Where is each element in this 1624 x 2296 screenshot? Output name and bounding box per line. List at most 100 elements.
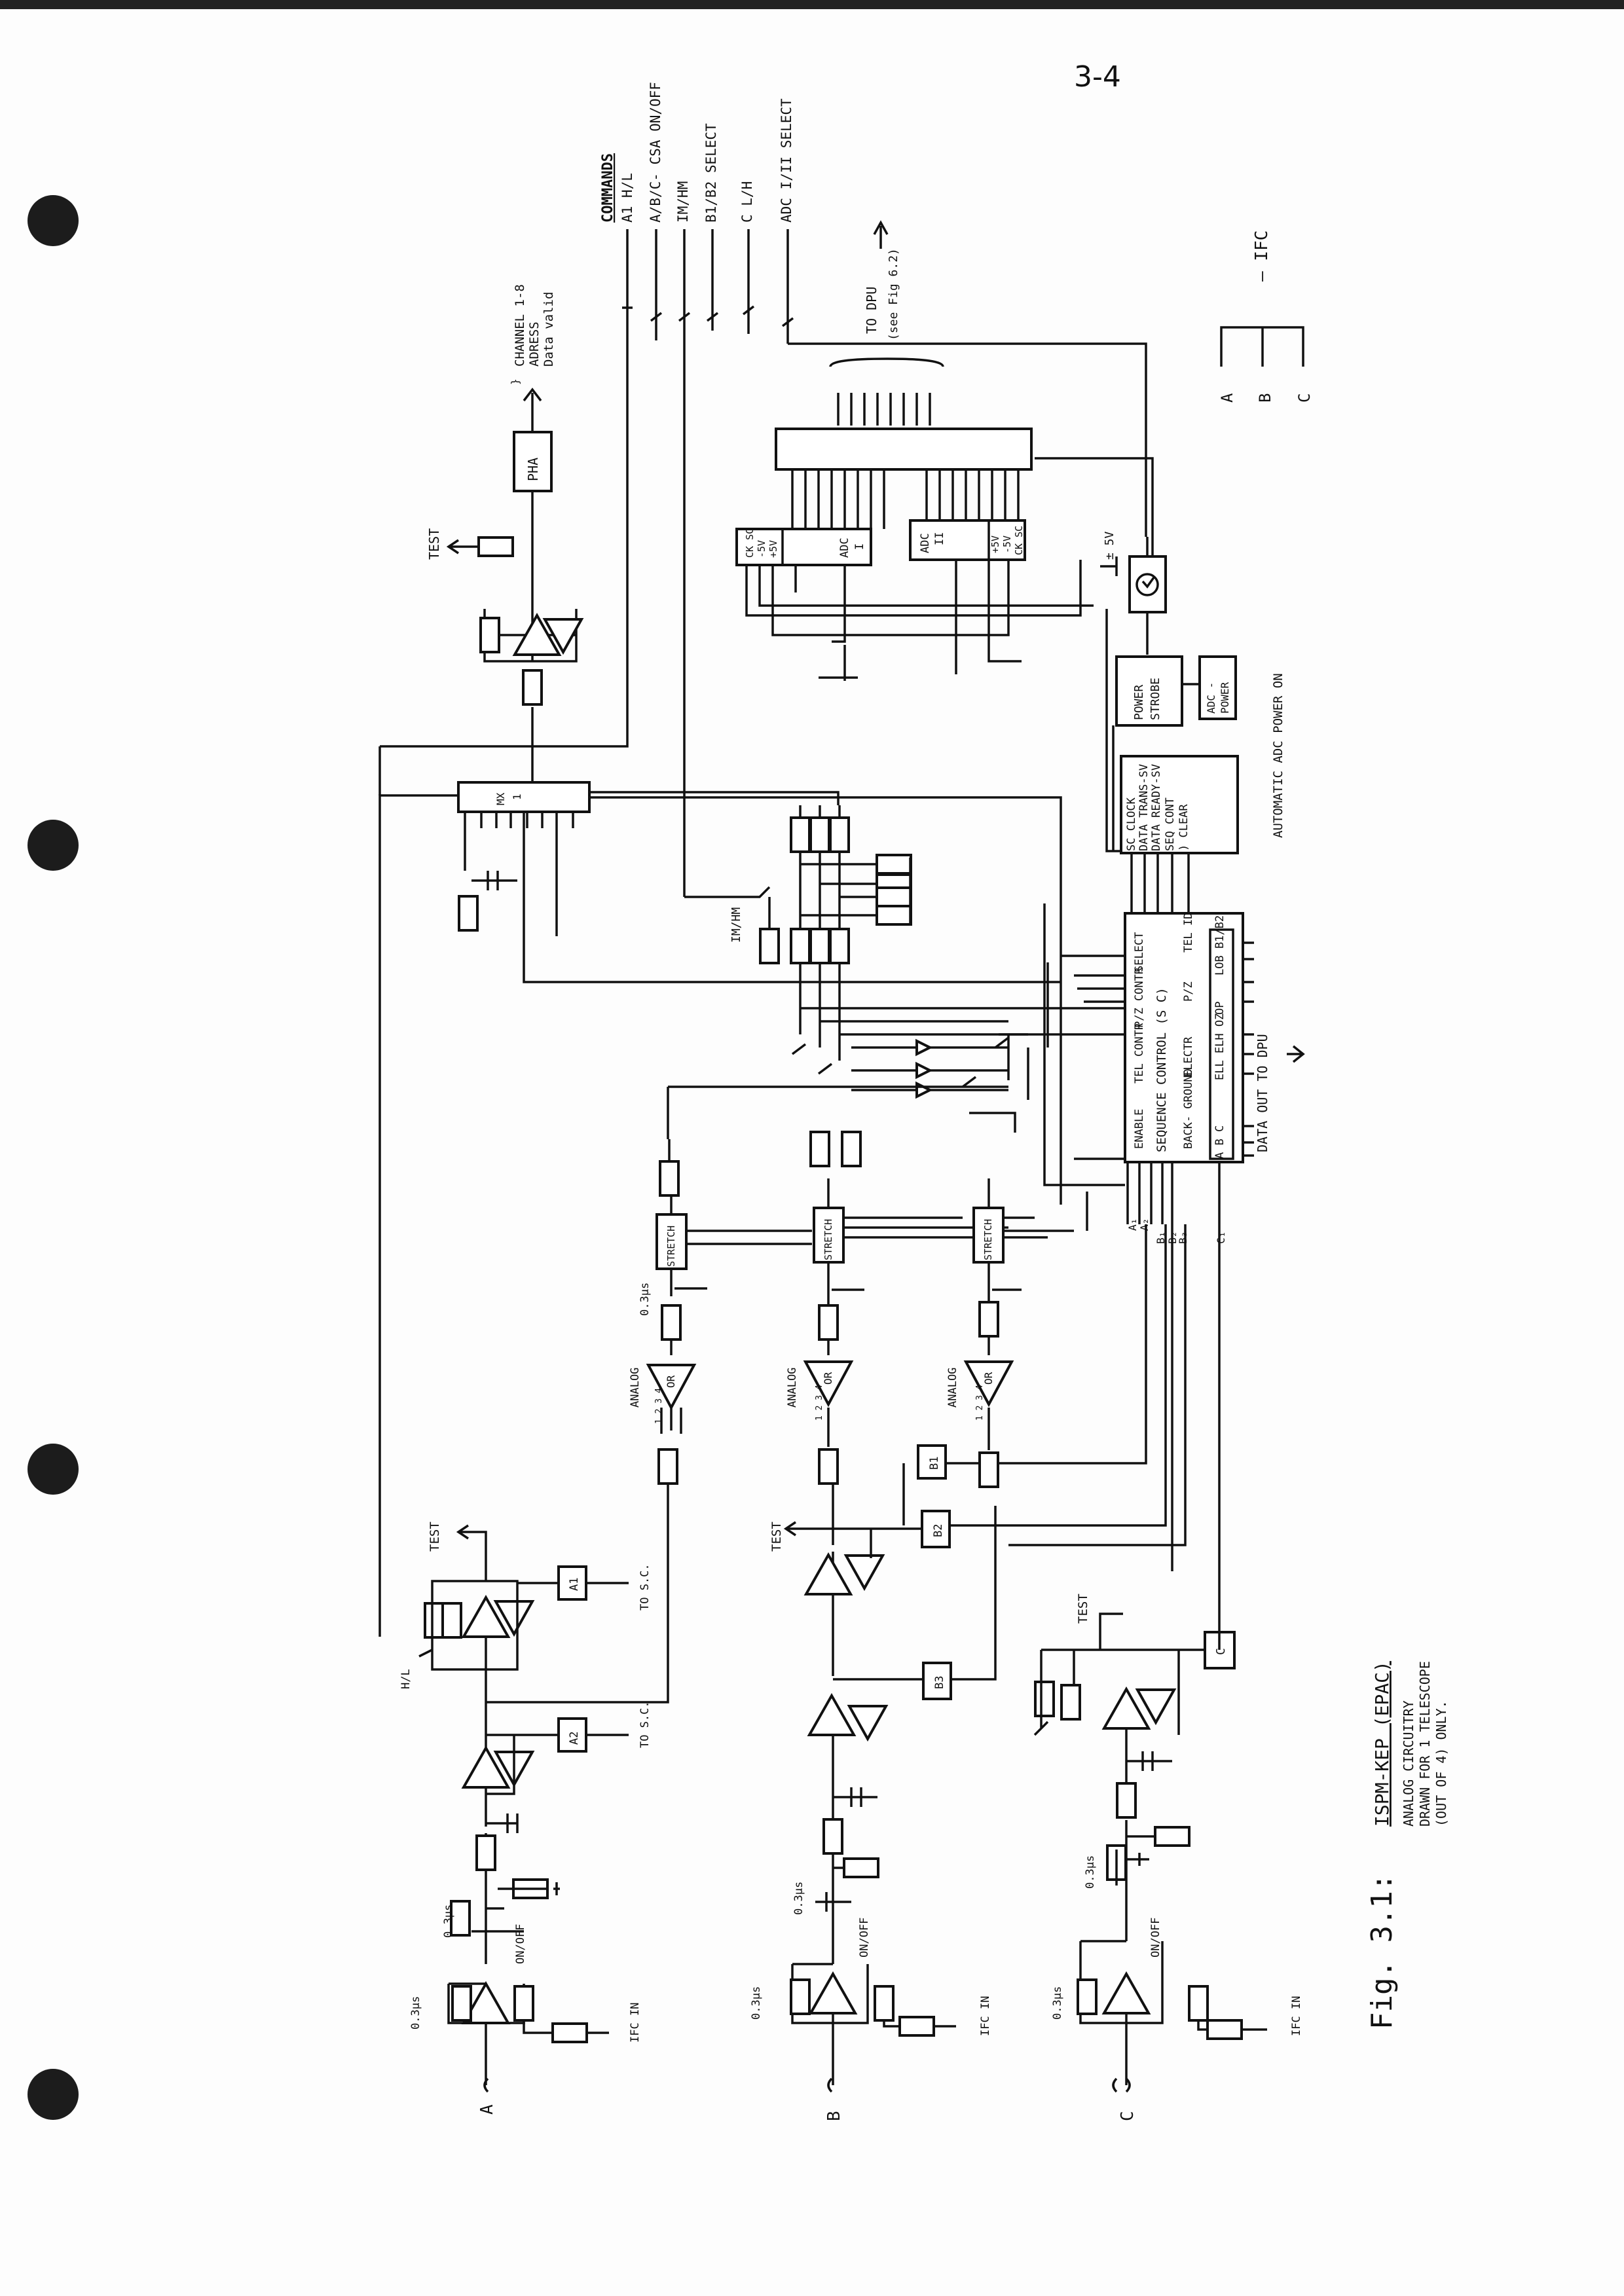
channel-b: B 0.3µs ON/OFF IFC IN 0.3µs B3 TEST B2 B… bbox=[750, 1224, 1187, 2121]
svg-text:ADC: ADC bbox=[838, 538, 851, 558]
channel-c: C 0.3µs ON/OFF IFC IN 0.3µs TEST C bbox=[1033, 1594, 1303, 2121]
svg-text:POWER: POWER bbox=[1219, 682, 1231, 714]
commands-block: COMMANDS A1 H/L A/B/C- CSA ON/OFF IM/HM … bbox=[600, 82, 1147, 897]
svg-text:B3: B3 bbox=[933, 1676, 946, 1689]
svg-text:STRETCH: STRETCH bbox=[665, 1226, 677, 1267]
sc-clock-block: SC CLOCK DATA TRANS-SV DATA READY-SV SEQ… bbox=[1105, 609, 1239, 913]
to-dpu-block: TO DPU (see Fig 6.2) bbox=[829, 220, 944, 426]
svg-text:C: C bbox=[1214, 1648, 1228, 1655]
svg-text:OR: OR bbox=[822, 1372, 834, 1385]
svg-text:ON/OFF: ON/OFF bbox=[858, 1918, 871, 1958]
data-bus-register bbox=[775, 428, 1033, 471]
command-item: ADC I/II SELECT bbox=[779, 98, 794, 223]
svg-text:0.3µs: 0.3µs bbox=[792, 1882, 805, 1915]
command-item: A1 H/L bbox=[619, 173, 635, 223]
svg-text:I: I bbox=[853, 543, 866, 550]
punch-hole bbox=[28, 820, 79, 871]
svg-text:-5V: -5V bbox=[1001, 536, 1013, 553]
svg-text:TEST: TEST bbox=[426, 528, 442, 560]
command-item: B1/B2 SELECT bbox=[703, 123, 719, 223]
svg-text:(see Fig 6.2): (see Fig 6.2) bbox=[887, 248, 900, 340]
switch-array bbox=[667, 1034, 1029, 1139]
svg-text:ENABLE: ENABLE bbox=[1133, 1109, 1146, 1149]
svg-text:-5V: -5V bbox=[756, 540, 767, 558]
svg-text:P/Z CONTR: P/Z CONTR bbox=[1133, 967, 1146, 1028]
svg-text:H/L: H/L bbox=[399, 1669, 413, 1689]
svg-text:A1: A1 bbox=[568, 1578, 581, 1591]
punch-hole bbox=[28, 1444, 79, 1495]
svg-text:SELECT: SELECT bbox=[1133, 932, 1146, 972]
svg-text:ANALOG CIRCUITRY: ANALOG CIRCUITRY bbox=[1401, 1700, 1416, 1827]
svg-text:B: B bbox=[824, 2111, 844, 2121]
svg-text:TEL CONTR: TEL CONTR bbox=[1133, 1023, 1146, 1084]
svg-text:TEST: TEST bbox=[1076, 1594, 1090, 1624]
resistor-network: IM/HM bbox=[684, 805, 1028, 1167]
svg-text:TO S.C.: TO S.C. bbox=[638, 1701, 652, 1748]
svg-text:TO DPU: TO DPU bbox=[864, 287, 879, 334]
svg-text:A2: A2 bbox=[568, 1732, 581, 1745]
svg-text:0.3µs: 0.3µs bbox=[442, 1904, 455, 1938]
svg-text:PHA: PHA bbox=[525, 458, 541, 481]
svg-text:AUTOMATIC ADC POWER ON: AUTOMATIC ADC POWER ON bbox=[1271, 673, 1285, 838]
svg-text:IFC IN: IFC IN bbox=[979, 1996, 992, 2036]
svg-text:ANALOG: ANALOG bbox=[946, 1368, 959, 1408]
up-arrow-icon bbox=[873, 220, 889, 249]
svg-text:SEQ CONT: SEQ CONT bbox=[1164, 797, 1177, 851]
svg-text:P/Z: P/Z bbox=[1182, 981, 1195, 1002]
command-item: IM/HM bbox=[675, 181, 691, 223]
svg-text:) CLEAR: ) CLEAR bbox=[1177, 804, 1190, 851]
page-number: 3-4 bbox=[1074, 60, 1121, 94]
punch-hole bbox=[28, 2069, 79, 2120]
pha-block: PHA } CHANNEL 1-8 ADRESS Data valid TEST bbox=[426, 284, 583, 782]
svg-text:STRETCH: STRETCH bbox=[982, 1219, 994, 1260]
data-out-label: DATA OUT TO DPU bbox=[1255, 1034, 1270, 1152]
svg-text:STRETCH: STRETCH bbox=[822, 1219, 834, 1260]
commands-title: COMMANDS bbox=[600, 153, 616, 223]
svg-text:C: C bbox=[1295, 393, 1314, 403]
svg-text:A₁: A₁ bbox=[1126, 1218, 1139, 1231]
svg-text:DATA TRANS-SV: DATA TRANS-SV bbox=[1137, 764, 1151, 851]
svg-text:ADRESS: ADRESS bbox=[527, 321, 542, 367]
svg-text:A: A bbox=[477, 2104, 497, 2115]
stretch-or-b: STRETCH OR ANALOG 1 2 3 4 bbox=[786, 1178, 1048, 1421]
multiplexer: MX 1 bbox=[378, 740, 1062, 1637]
svg-text:BACK- GROUND: BACK- GROUND bbox=[1182, 1068, 1195, 1149]
svg-text:1 2 3 4: 1 2 3 4 bbox=[815, 1385, 824, 1421]
ifc-distribution: — IFC A B C bbox=[1218, 230, 1314, 403]
svg-text:+5V: +5V bbox=[989, 536, 1001, 553]
svg-text:IFC IN: IFC IN bbox=[629, 2003, 642, 2043]
svg-text:STROBE: STROBE bbox=[1149, 678, 1162, 720]
command-item: C L/H bbox=[739, 181, 755, 223]
svg-text:± 5V: ± 5V bbox=[1103, 531, 1116, 560]
svg-text:TO S.C.: TO S.C. bbox=[638, 1563, 652, 1611]
svg-text:OR: OR bbox=[982, 1372, 995, 1385]
sequence-control: SEQUENCE CONTROL (S C) ENABLE TEL CONTR … bbox=[1124, 912, 1305, 1650]
svg-text:CK SC: CK SC bbox=[1013, 526, 1025, 555]
right-arrow-icon bbox=[1287, 1045, 1305, 1063]
svg-text:SEQUENCE CONTROL (S C): SEQUENCE CONTROL (S C) bbox=[1154, 987, 1169, 1152]
svg-text:CK SC: CK SC bbox=[744, 528, 756, 558]
svg-text:ELECTR: ELECTR bbox=[1182, 1036, 1195, 1077]
svg-text:A B C: A B C bbox=[1213, 1125, 1227, 1159]
adc-1: CK SC -5V +5V ADC I bbox=[735, 528, 872, 566]
svg-text:II: II bbox=[933, 532, 946, 545]
svg-text:C₁: C₁ bbox=[1215, 1231, 1227, 1244]
svg-text:A: A bbox=[1218, 393, 1236, 403]
svg-text:IM/HM: IM/HM bbox=[729, 907, 743, 943]
svg-text:ON/OFF: ON/OFF bbox=[514, 1924, 527, 1964]
svg-text:C: C bbox=[1118, 2111, 1137, 2121]
svg-text:ADC: ADC bbox=[919, 533, 932, 553]
svg-text:A₂: A₂ bbox=[1138, 1218, 1151, 1231]
svg-text:ON/OFF: ON/OFF bbox=[1149, 1918, 1162, 1958]
fig-title: ISPM-KEP (EPAC) bbox=[1371, 1661, 1393, 1827]
punch-hole bbox=[28, 195, 79, 246]
svg-text:}: } bbox=[509, 378, 521, 385]
svg-text:B2: B2 bbox=[932, 1524, 945, 1537]
svg-text:TEL ID: TEL ID bbox=[1182, 913, 1195, 953]
command-item: A/B/C- CSA ON/OFF bbox=[648, 82, 663, 223]
power-strobe: POWER STROBE ADC - POWER AUTOMATIC ADC P… bbox=[1115, 655, 1285, 838]
svg-text:1: 1 bbox=[511, 793, 523, 800]
svg-text:+5V: +5V bbox=[767, 540, 779, 558]
svg-text:ELL ELH OZ: ELL ELH OZ bbox=[1213, 1013, 1227, 1080]
